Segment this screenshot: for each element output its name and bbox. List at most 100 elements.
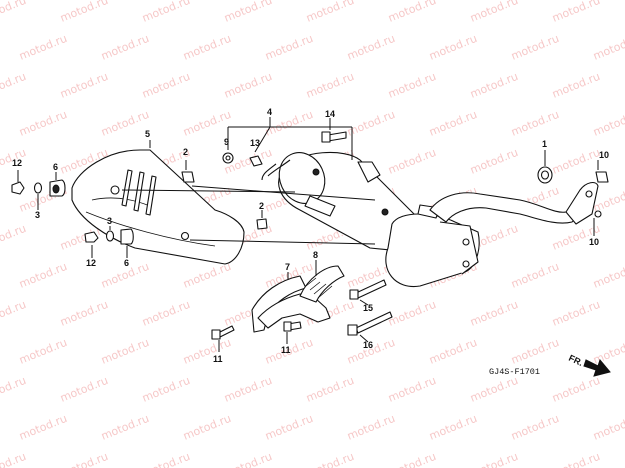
washer-13	[249, 155, 263, 167]
watermark-text: motod.ru	[386, 374, 438, 405]
watermark-text: motod.ru	[468, 298, 520, 329]
watermark-text: motod.ru	[427, 108, 479, 139]
exhaust-gasket	[537, 166, 553, 184]
collar-6-lower	[120, 228, 134, 245]
watermark-text: motod.ru	[550, 450, 602, 468]
muffler	[261, 151, 480, 288]
watermark-text: motod.ru	[222, 70, 274, 101]
watermark-text: motod.ru	[0, 374, 28, 405]
watermark-text: motod.ru	[99, 32, 151, 63]
watermark-text: motod.ru	[509, 412, 561, 443]
watermark-text: motod.ru	[345, 32, 397, 63]
bolt-12-lower	[84, 231, 99, 243]
callout-7: 7	[285, 262, 290, 272]
watermark-text: motod.ru	[591, 108, 625, 139]
watermark-text: motod.ru	[386, 70, 438, 101]
watermark-text: motod.ru	[304, 450, 356, 468]
nut-2-upper	[181, 171, 195, 183]
watermark-text: motod.ru	[550, 146, 602, 177]
watermark-text: motod.ru	[591, 260, 625, 291]
callout-13: 13	[250, 138, 260, 148]
watermark-text: motod.ru	[99, 412, 151, 443]
nut-2-lower	[256, 218, 268, 230]
callout-10-upper: 10	[599, 150, 609, 160]
watermark-text: motod.ru	[468, 0, 520, 25]
watermark-text: motod.ru	[386, 450, 438, 468]
watermark-text: motod.ru	[386, 146, 438, 177]
watermark-text: motod.ru	[468, 374, 520, 405]
watermark-text: motod.ru	[509, 108, 561, 139]
watermark-text: motod.ru	[550, 374, 602, 405]
watermark-text: motod.ru	[140, 0, 192, 25]
callout-3-lower: 3	[107, 216, 112, 226]
callout-labels: 1 2 2 3 3 4 5 6 6 7 8 9 10 10 11 11 12 1…	[12, 107, 609, 364]
watermark-text: motod.ru	[181, 108, 233, 139]
heat-shield	[71, 149, 245, 265]
watermark-text: motod.ru	[509, 260, 561, 291]
watermark-text: motod.ru	[263, 412, 315, 443]
watermark-text: motod.ru	[181, 32, 233, 63]
watermark-text: motod.ru	[386, 0, 438, 25]
callout-4: 4	[267, 107, 272, 117]
watermark-text: motod.ru	[17, 32, 69, 63]
watermark-text: motod.ru	[0, 222, 28, 253]
watermark-text: motod.ru	[140, 298, 192, 329]
watermark-text: motod.ru	[550, 0, 602, 25]
watermark-text: motod.ru	[263, 32, 315, 63]
watermark-text: motod.ru	[58, 70, 110, 101]
watermark-text: motod.ru	[99, 336, 151, 367]
callout-16: 16	[363, 340, 373, 350]
watermark-text: motod.ru	[345, 412, 397, 443]
front-arrow-icon	[583, 358, 611, 377]
bolt-12-upper	[11, 181, 25, 195]
diagram-code: GJ4S-F1701	[489, 367, 540, 377]
protector-guard	[299, 265, 345, 303]
watermark-text: motod.ru	[99, 108, 151, 139]
bolt-15	[349, 279, 387, 300]
bolt-11-right	[283, 321, 302, 332]
watermark-text: motod.ru	[509, 336, 561, 367]
watermark-text: motod.ru	[140, 70, 192, 101]
watermark-text: motod.ru	[427, 32, 479, 63]
watermark-text: motod.ru	[509, 32, 561, 63]
watermark-text: motod.ru	[427, 336, 479, 367]
watermark-text: motod.ru	[550, 70, 602, 101]
watermark-text: motod.ru	[427, 412, 479, 443]
washer-3-lower	[105, 230, 115, 242]
direction-label: FR.	[567, 353, 584, 368]
watermark-text: motod.ru	[17, 412, 69, 443]
callout-6-upper: 6	[53, 162, 58, 172]
watermark-text: motod.ru	[222, 450, 274, 468]
callout-9: 9	[224, 137, 229, 147]
callout-15: 15	[363, 303, 373, 313]
callout-5: 5	[145, 129, 150, 139]
watermark-text: motod.ru	[17, 260, 69, 291]
watermark-text: motod.ru	[140, 450, 192, 468]
watermark-text: motod.ru	[181, 336, 233, 367]
bolt-16	[347, 311, 393, 336]
watermark-text: motod.ru	[0, 70, 28, 101]
watermark-text: motod.ru	[591, 412, 625, 443]
watermark-text: motod.ru	[58, 374, 110, 405]
watermark-text: motod.ru	[304, 0, 356, 25]
exhaust-pipe	[429, 181, 602, 225]
watermark-text: motod.ru	[17, 108, 69, 139]
watermark-text: motod.ru	[304, 374, 356, 405]
watermark-text: motod.ru	[58, 450, 110, 468]
watermark-text: motod.ru	[345, 108, 397, 139]
watermark-text: motod.ru	[140, 374, 192, 405]
watermark-text: motod.ru	[58, 0, 110, 25]
watermark-text: motod.ru	[181, 412, 233, 443]
watermark-text: motod.ru	[304, 70, 356, 101]
watermark-text: motod.ru	[550, 298, 602, 329]
watermark-text: motod.ru	[0, 0, 28, 25]
callout-12-lower: 12	[86, 258, 96, 268]
bolt-9	[222, 152, 234, 164]
watermark-text: motod.ru	[222, 0, 274, 25]
callout-2-lower: 2	[259, 201, 264, 211]
watermark-text: motod.ru	[17, 336, 69, 367]
watermark-text: motod.ru	[386, 298, 438, 329]
watermark-text: motod.ru	[0, 298, 28, 329]
callout-12-upper: 12	[12, 158, 22, 168]
watermark-text: motod.ru	[591, 336, 625, 367]
